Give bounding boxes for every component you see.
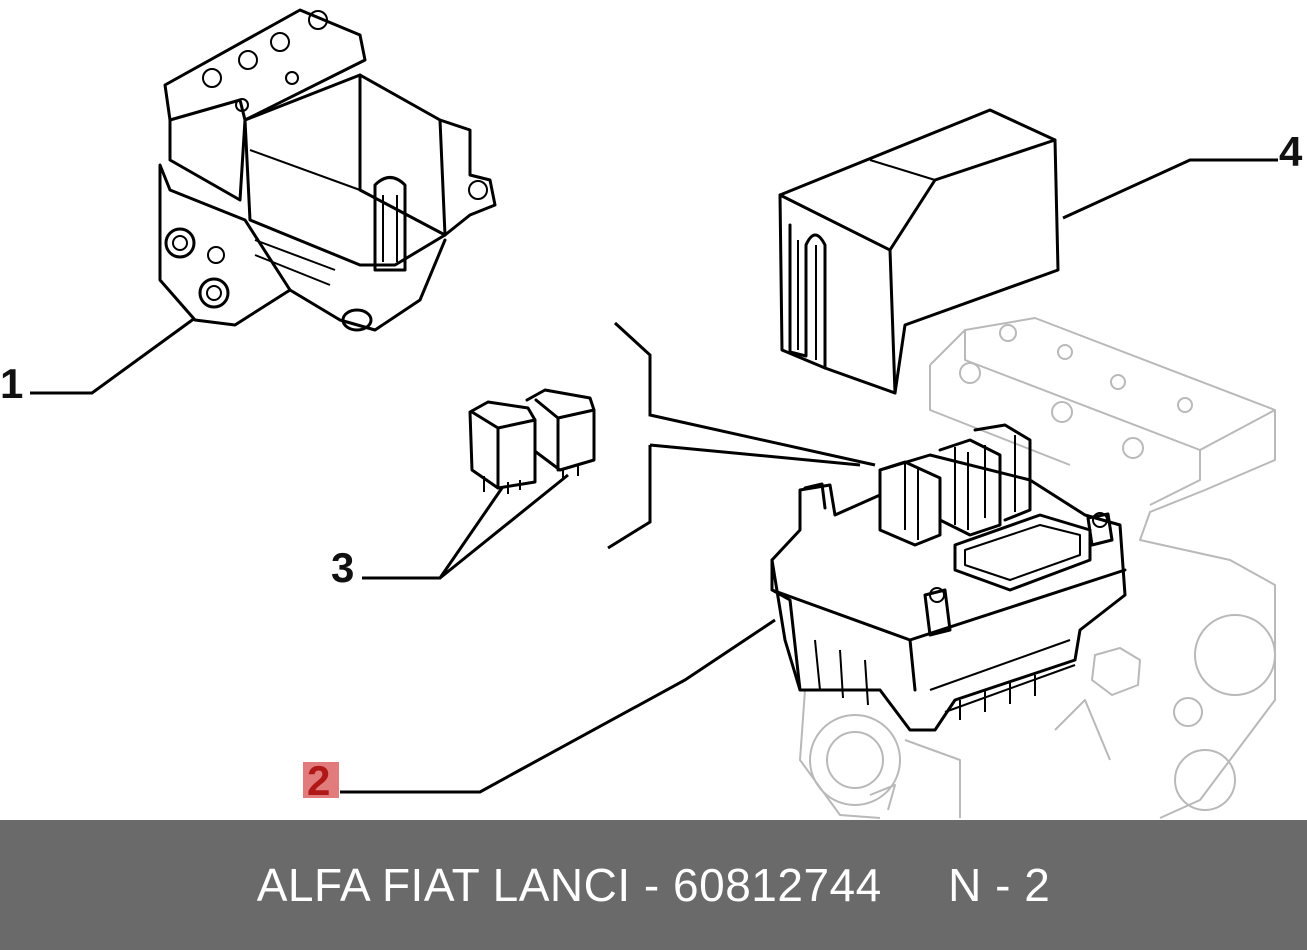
callout-2[interactable]: 2 <box>307 757 330 804</box>
callout-1[interactable]: 1 <box>0 360 23 407</box>
part-3-relays[interactable] <box>468 388 596 494</box>
leader-line-1 <box>30 316 196 395</box>
exploded-guide-lines <box>607 321 876 550</box>
footer-separator: - <box>643 859 660 911</box>
leader-line-4 <box>1062 158 1278 220</box>
callout-4[interactable]: 4 <box>1279 128 1303 175</box>
leader-line-2 <box>340 618 776 794</box>
footer-reference: N - 2 <box>948 859 1051 911</box>
part-info-footer: ALFA FIAT LANCI - 60812744 N - 2 <box>0 820 1307 950</box>
part-2-control-module[interactable] <box>770 423 1127 732</box>
parts-diagram: 1 2 3 4 <box>0 8 1303 819</box>
part-4-cover[interactable] <box>778 108 1060 395</box>
leader-line-3 <box>362 473 569 580</box>
part-1-hydraulic-unit[interactable] <box>158 8 497 332</box>
abs-unit-background <box>799 317 1276 819</box>
callout-highlight <box>303 762 339 798</box>
footer-brand: ALFA FIAT LANCI <box>256 859 631 911</box>
footer-part-number: 60812744 <box>673 859 882 911</box>
callout-3[interactable]: 3 <box>331 544 354 591</box>
